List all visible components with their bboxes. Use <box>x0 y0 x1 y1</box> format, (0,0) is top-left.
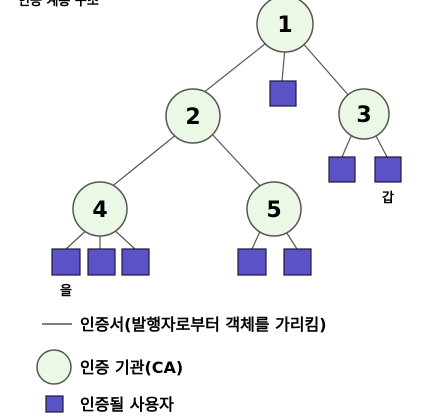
user-box-under-5-left <box>237 248 267 276</box>
edge-2-5 <box>209 131 263 189</box>
user-box-under-4-middle <box>87 248 116 276</box>
user-box-under-1 <box>269 80 297 107</box>
user-box-under-5-right <box>283 248 312 276</box>
user-label-gap: 갑 <box>382 190 394 206</box>
legend-line-text: 인증서(발행자로부터 객체를 가리킴) <box>80 315 327 334</box>
ca-node-1: 1 <box>256 0 314 53</box>
legend-user-symbol <box>45 395 64 413</box>
ca-node-5: 5 <box>246 181 302 237</box>
ca-node-2-label: 2 <box>185 105 200 130</box>
edge-2-4 <box>109 129 183 189</box>
legend-ca-symbol <box>36 349 72 385</box>
edge-1-3 <box>299 39 351 98</box>
edge-3-user-gap <box>374 133 388 158</box>
ca-node-4-label: 4 <box>92 198 107 223</box>
user-boxes <box>51 80 402 276</box>
legend: 인증서(발행자로부터 객체를 가리킴) 인증 기관(CA) 인증될 사용자 <box>36 315 327 414</box>
user-box-gap <box>374 156 402 183</box>
user-box-under-3-left <box>328 156 356 183</box>
ca-node-1-label: 1 <box>277 13 292 38</box>
legend-user-text: 인증될 사용자 <box>80 395 174 414</box>
user-box-eul <box>51 248 81 276</box>
ca-node-3-label: 3 <box>356 103 371 128</box>
legend-ca-text: 인증 기관(CA) <box>80 358 183 377</box>
ca-node-2: 2 <box>165 88 221 144</box>
top-caption: 인증 계층 구조 <box>18 0 99 9</box>
ca-node-5-label: 5 <box>266 198 281 223</box>
user-label-eul: 을 <box>60 283 72 299</box>
user-box-under-4-right <box>121 248 150 276</box>
ca-node-4: 4 <box>72 181 128 237</box>
ca-node-3: 3 <box>338 88 390 140</box>
edge-3-user-a <box>341 133 353 158</box>
edge-1-2 <box>197 39 271 98</box>
edge-1-user <box>281 47 286 82</box>
